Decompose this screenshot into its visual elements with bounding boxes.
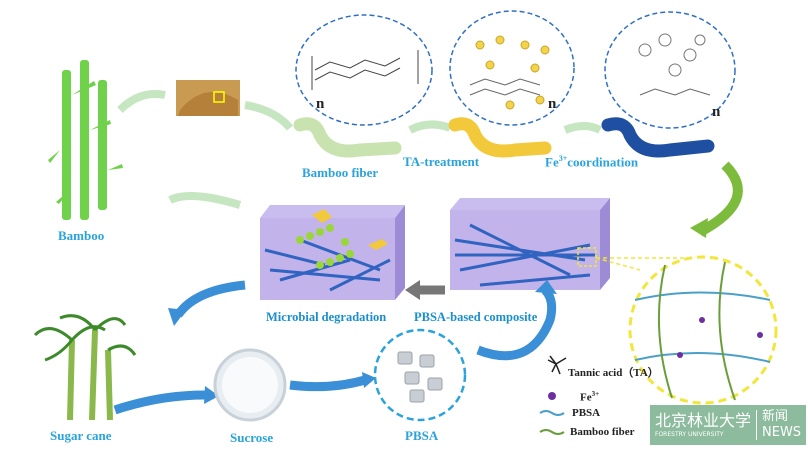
sugar-cane-icon (33, 314, 137, 421)
label-sugar-cane: Sugar cane (50, 428, 112, 443)
label-sucrose: Sucrose (230, 430, 274, 445)
label-ta-treatment: TA-treatment (403, 154, 480, 169)
repeat-unit-n: n (316, 96, 325, 112)
ta-fiber-shape (448, 117, 552, 158)
cellulose-structures (311, 33, 711, 110)
network-zoom-circle (595, 255, 778, 405)
repeat-unit-n: n (548, 96, 557, 112)
fiber-shapes (293, 117, 715, 158)
legend-pbsa: PBSA (572, 407, 601, 419)
label-bamboo-fiber: Bamboo fiber (302, 165, 379, 180)
composite-boxes (260, 198, 610, 300)
label-fe-coordination: Fe3+coordination (545, 154, 639, 170)
process-arrows-green (117, 90, 602, 209)
fe-ion-icon (548, 392, 556, 400)
repeat-unit-n: n (712, 104, 721, 120)
green-curved-arrow (697, 161, 743, 237)
molecular-structure-ellipses (295, 10, 736, 129)
fe-fiber-shape (601, 117, 715, 158)
pbsa-line-icon (539, 410, 565, 416)
watermark-news-en: NEWS (762, 425, 802, 440)
label-pbsa: PBSA (405, 428, 439, 443)
legend-tannic-acid: Tannic acid（TA） (568, 367, 659, 379)
watermark-english: FORESTRY UNIVERSITY (655, 431, 724, 438)
process-arrows-blue (113, 280, 557, 415)
legend-icons (539, 355, 567, 435)
legend-fe: Fe3+ (580, 390, 600, 404)
watermark-news-cn: 新闻 (762, 409, 789, 424)
label-pbsa-composite: PBSA-based composite (414, 310, 538, 324)
tannic-acid-icon (547, 355, 567, 375)
bamboo-plant-icon (48, 60, 123, 220)
bamboo-fiber-shape (293, 117, 402, 158)
label-bamboo: Bamboo (58, 228, 105, 243)
legend-bamboo-fiber: Bamboo fiber (570, 426, 635, 438)
bamboo-powder-photo (176, 80, 240, 116)
label-microbial-degradation: Microbial degradation (266, 310, 387, 324)
watermark-chinese: 北京林业大学 (655, 411, 752, 430)
pbsa-pellets-icon (373, 328, 467, 422)
bamboo-fiber-line-icon (539, 429, 565, 435)
